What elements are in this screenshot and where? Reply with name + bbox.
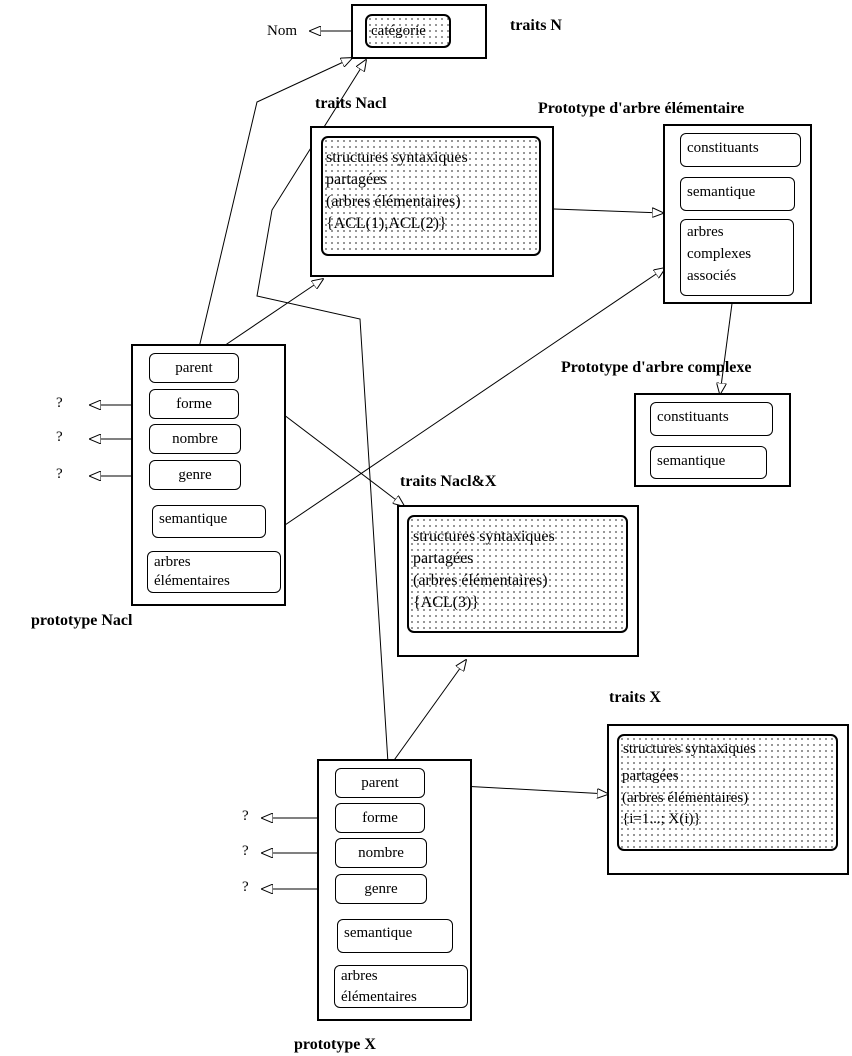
nacl-parent-slot: parent <box>149 353 239 383</box>
nacl-arbres-slot: arbres élémentaires <box>147 551 281 593</box>
x-arbres-line-1: arbres <box>341 968 378 984</box>
categorie-label: catégorie <box>371 23 426 39</box>
traits-naclx-line-4: {ACL(3)} <box>413 594 480 611</box>
x-forme-question: ? <box>242 808 249 824</box>
traits-nacl-box: structures syntaxiques partagées (arbres… <box>310 126 554 277</box>
nacl-genre-slot: genre <box>149 460 241 490</box>
nacl-arbres-line-1: arbres <box>154 554 191 570</box>
nacl-genre-question: ? <box>56 466 63 482</box>
nom-label: Nom <box>267 23 297 39</box>
arrow-proto-elem-to-proto-complexe <box>720 295 734 394</box>
arrow-nacl-arbres-to-proto-elem <box>247 268 665 551</box>
proto-complexe-box: constituants semantique <box>634 393 791 487</box>
arrow-traits-nacl-to-proto-elem <box>553 209 663 213</box>
nacl-forme-question: ? <box>56 395 63 411</box>
x-arbres-line-2: élémentaires <box>341 989 417 1005</box>
traits-naclx-line-3: (arbres élémentaires) <box>413 572 548 589</box>
proto-complexe-constituants: constituants <box>650 402 773 436</box>
proto-elem-arbres-line-2: complexes <box>687 246 752 262</box>
proto-elem-arbres-line-1: arbres <box>687 224 724 240</box>
proto-elem-title: Prototype d'arbre élémentaire <box>538 100 745 117</box>
traits-n-title: traits N <box>510 17 562 34</box>
traits-naclx-line-2: partagées <box>413 550 474 567</box>
nacl-nombre-question: ? <box>56 429 63 445</box>
proto-elem-box: constituants semantique arbres complexes… <box>663 124 812 304</box>
proto-elem-arbres-complexes: arbres complexes associés <box>680 219 794 296</box>
categorie-slot: catégorie <box>365 14 451 48</box>
traits-x-line-4: {i=1...; X(i)} <box>622 811 701 827</box>
traits-nacl-line-1: structures syntaxiques <box>326 149 468 166</box>
nacl-forme-slot: forme <box>149 389 239 419</box>
prototype-x-title: prototype X <box>294 1036 376 1053</box>
traits-x-content: structures syntaxiques partagées (arbres… <box>617 734 838 851</box>
prototype-nacl-title: prototype Nacl <box>31 612 133 629</box>
traits-nacl-line-4: {ACL(1),ACL(2)} <box>326 215 447 232</box>
traits-naclx-content: structures syntaxiques partagées (arbres… <box>407 515 628 633</box>
arrow-x-parent-to-traits-naclx <box>391 660 466 764</box>
proto-elem-arbres-line-3: associés <box>687 268 737 284</box>
traits-nacl-title: traits Nacl <box>315 95 387 112</box>
arrow-nacl-parent-to-traits-n <box>197 58 352 353</box>
x-genre-slot: genre <box>335 874 427 904</box>
nacl-nombre-slot: nombre <box>149 424 241 454</box>
traits-naclx-box: structures syntaxiques partagées (arbres… <box>397 505 639 657</box>
traits-x-line-1: structures syntaxiques <box>623 741 756 757</box>
traits-x-line-3: (arbres élémentaires) <box>622 790 749 806</box>
x-parent-slot: parent <box>335 768 425 798</box>
traits-x-line-2: partagées <box>622 768 679 784</box>
proto-complexe-semantique: semantique <box>650 446 767 479</box>
traits-naclx-title: traits Nacl&X <box>400 473 497 490</box>
x-forme-slot: forme <box>335 803 425 833</box>
proto-elem-semantique: semantique <box>680 177 795 211</box>
x-arbres-slot: arbres élémentaires <box>334 965 468 1008</box>
prototype-x-box: parent forme nombre genre semantique arb… <box>317 759 472 1021</box>
nacl-semantique-slot: semantique <box>152 505 266 538</box>
traits-nacl-line-3: (arbres élémentaires) <box>326 193 461 210</box>
arrow-nacl-parent-to-traits-nacl <box>214 279 323 353</box>
traits-nacl-content: structures syntaxiques partagées (arbres… <box>321 136 541 256</box>
proto-complexe-title: Prototype d'arbre complexe <box>561 359 752 376</box>
traits-n-box: catégorie <box>351 4 487 59</box>
x-semantique-slot: semantique <box>337 919 453 953</box>
nacl-arbres-line-2: élémentaires <box>154 573 230 589</box>
x-nombre-slot: nombre <box>335 838 427 868</box>
prototype-nacl-box: parent forme nombre genre semantique arb… <box>131 344 286 606</box>
traits-nacl-line-2: partagées <box>326 171 387 188</box>
arrow-x-parent-to-traits-n <box>256 60 389 764</box>
traits-x-box: structures syntaxiques partagées (arbres… <box>607 724 849 875</box>
traits-naclx-line-1: structures syntaxiques <box>413 528 555 545</box>
traits-x-title: traits X <box>609 689 661 706</box>
x-genre-question: ? <box>242 879 249 895</box>
x-nombre-question: ? <box>242 843 249 859</box>
proto-elem-constituants: constituants <box>680 133 801 167</box>
